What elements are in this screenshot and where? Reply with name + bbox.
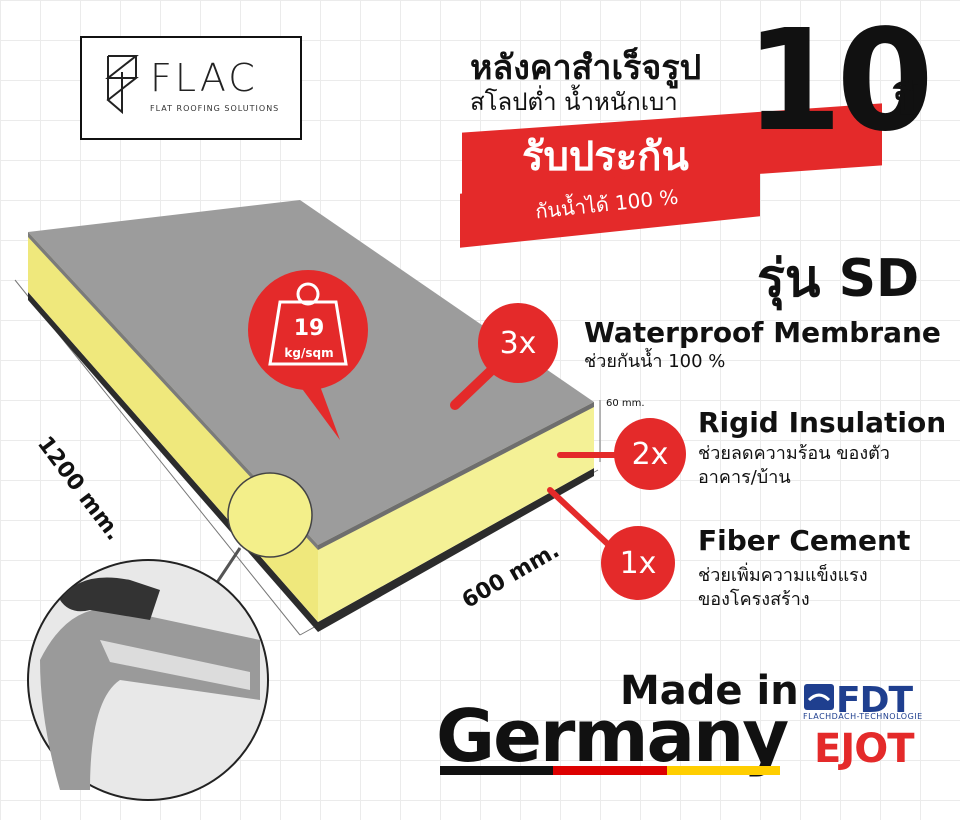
model-name: รุ่น SD [757,249,920,309]
german-flag-stripe [440,766,780,775]
warranty-years: 10 [745,0,934,163]
zoom-focus-circle [227,472,313,558]
country-label: Germany [436,694,789,778]
insulation-side-face [318,402,594,622]
layer-badge-membrane: 3x [478,303,558,383]
layer-badge-fiber-cement: 1x [601,526,675,600]
weight-icon [268,300,348,366]
brand-logo-box [80,36,302,140]
headline-title: หลังคาสำเร็จรูป [470,48,702,88]
fdt-logo-subtitle: FLACHDACH-TECHNOLOGIE [803,712,923,721]
brand-name: FLAC [150,56,258,100]
weight-value: 19 [293,316,325,341]
fdt-logo-icon [804,684,834,710]
weight-unit: kg/sqm [284,346,334,360]
made-in-label: Made in [620,668,799,714]
fiber-cement-layer [28,292,594,632]
brand-tagline: FLAT ROOFING SOLUTIONS [150,104,280,113]
layer-desc-membrane: ช่วยกันน้ำ 100 % [584,351,726,372]
layer-badge-insulation: 2x [614,418,686,490]
layer-title-insulation: Rigid Insulation [698,406,947,439]
warranty-label: รับประกัน [522,134,689,180]
thickness-dimension-label: 60 mm. [606,398,645,409]
fdt-logo-text: FDT [836,680,913,721]
weight-badge [248,270,368,390]
layer-title-membrane: Waterproof Membrane [584,316,941,349]
ejot-logo-text: EJOT [814,726,914,772]
flac-logo-icon [105,55,139,115]
layer-title-fiber-cement: Fiber Cement [698,524,911,557]
layer-desc-fiber-cement: ช่วยเพิ่มความแข็งแรง ของโครงสร้าง [698,565,868,610]
headline-subtitle: สโลปต่ำ น้ำหนักเบา [470,88,678,116]
layer-desc-insulation: ช่วยลดความร้อน ของตัวอาคาร/บ้าน [698,443,890,488]
warranty-years-unit: ปี [894,78,920,124]
